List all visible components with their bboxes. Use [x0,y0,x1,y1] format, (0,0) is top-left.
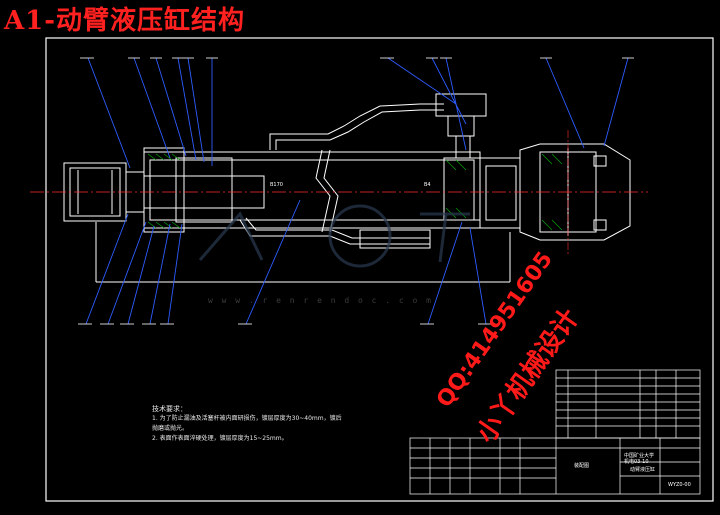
title-block-class: 机电03-10 [624,459,649,465]
tech-req-item: 抛磨或抛光。 [152,425,189,432]
title-block-drawing-name: 动臂液压缸 [630,467,656,473]
title-block-assembly: 装配图 [574,463,590,469]
tech-req-heading: 技术要求： [152,405,187,413]
watermark-logo [198,204,470,268]
parts-list [555,369,701,439]
title-block [409,437,701,495]
balloon-marks [78,57,634,325]
title-block-school: 中国矿业大学 [624,453,655,459]
tech-req-item: 1. 为了防止漏油及活塞杆被内面研损伤，镀层厚度为30~40mm，镀后 [152,415,342,422]
tech-req-item: 2. 表面作表面淬硬处理，镀层厚度为15~25mm。 [152,435,288,442]
drawing-title: A1-动臂液压缸结构 [4,6,246,36]
title-block-code: WYZ0-00 [668,482,691,488]
dimension-label-stroke: B170 [270,182,283,188]
technical-requirements: 技术要求： 1. 为了防止漏油及活塞杆被内面研损伤，镀层厚度为30~40mm，镀… [152,404,342,444]
leader-lines [85,57,629,325]
dimension-label-bore: B4 [424,182,431,188]
watermark-site-text: w w w . r e n r e n d o c . c o m [208,296,433,305]
sheet-border [45,37,714,502]
